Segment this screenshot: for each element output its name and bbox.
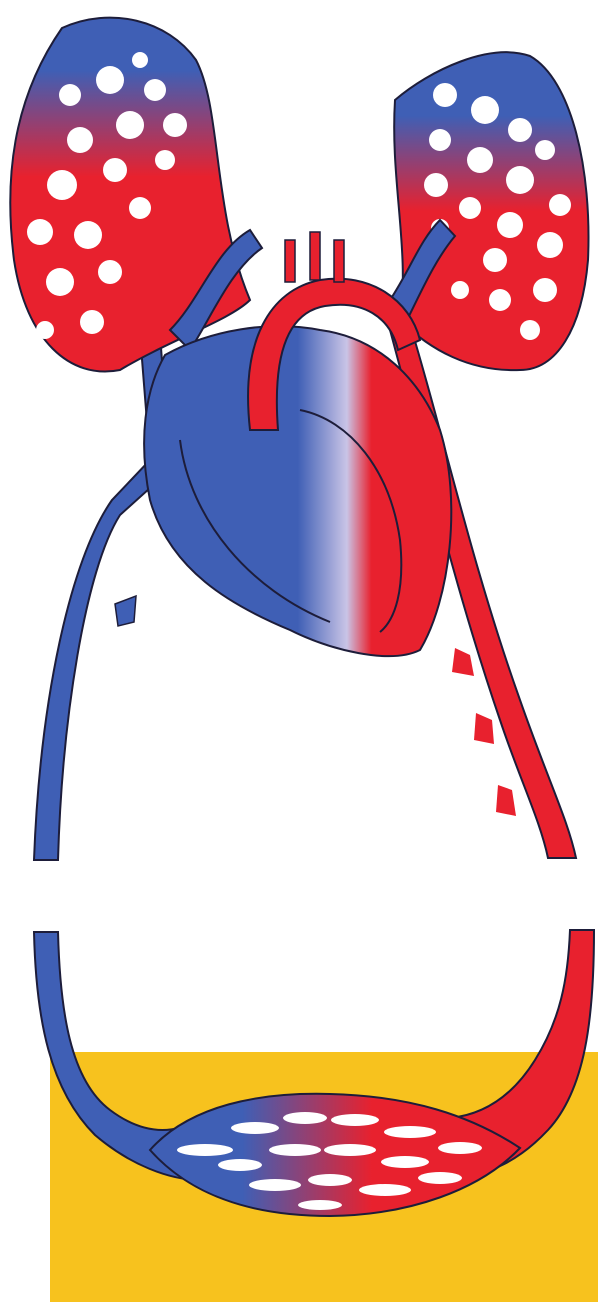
aortic-arch-branches xyxy=(285,232,344,282)
aorta-branch-2 xyxy=(474,713,494,744)
aorta-branch-3 xyxy=(496,785,516,816)
left-lung xyxy=(10,18,250,372)
vena-cava-branch xyxy=(115,596,136,626)
aorta-branch-1 xyxy=(452,648,474,676)
